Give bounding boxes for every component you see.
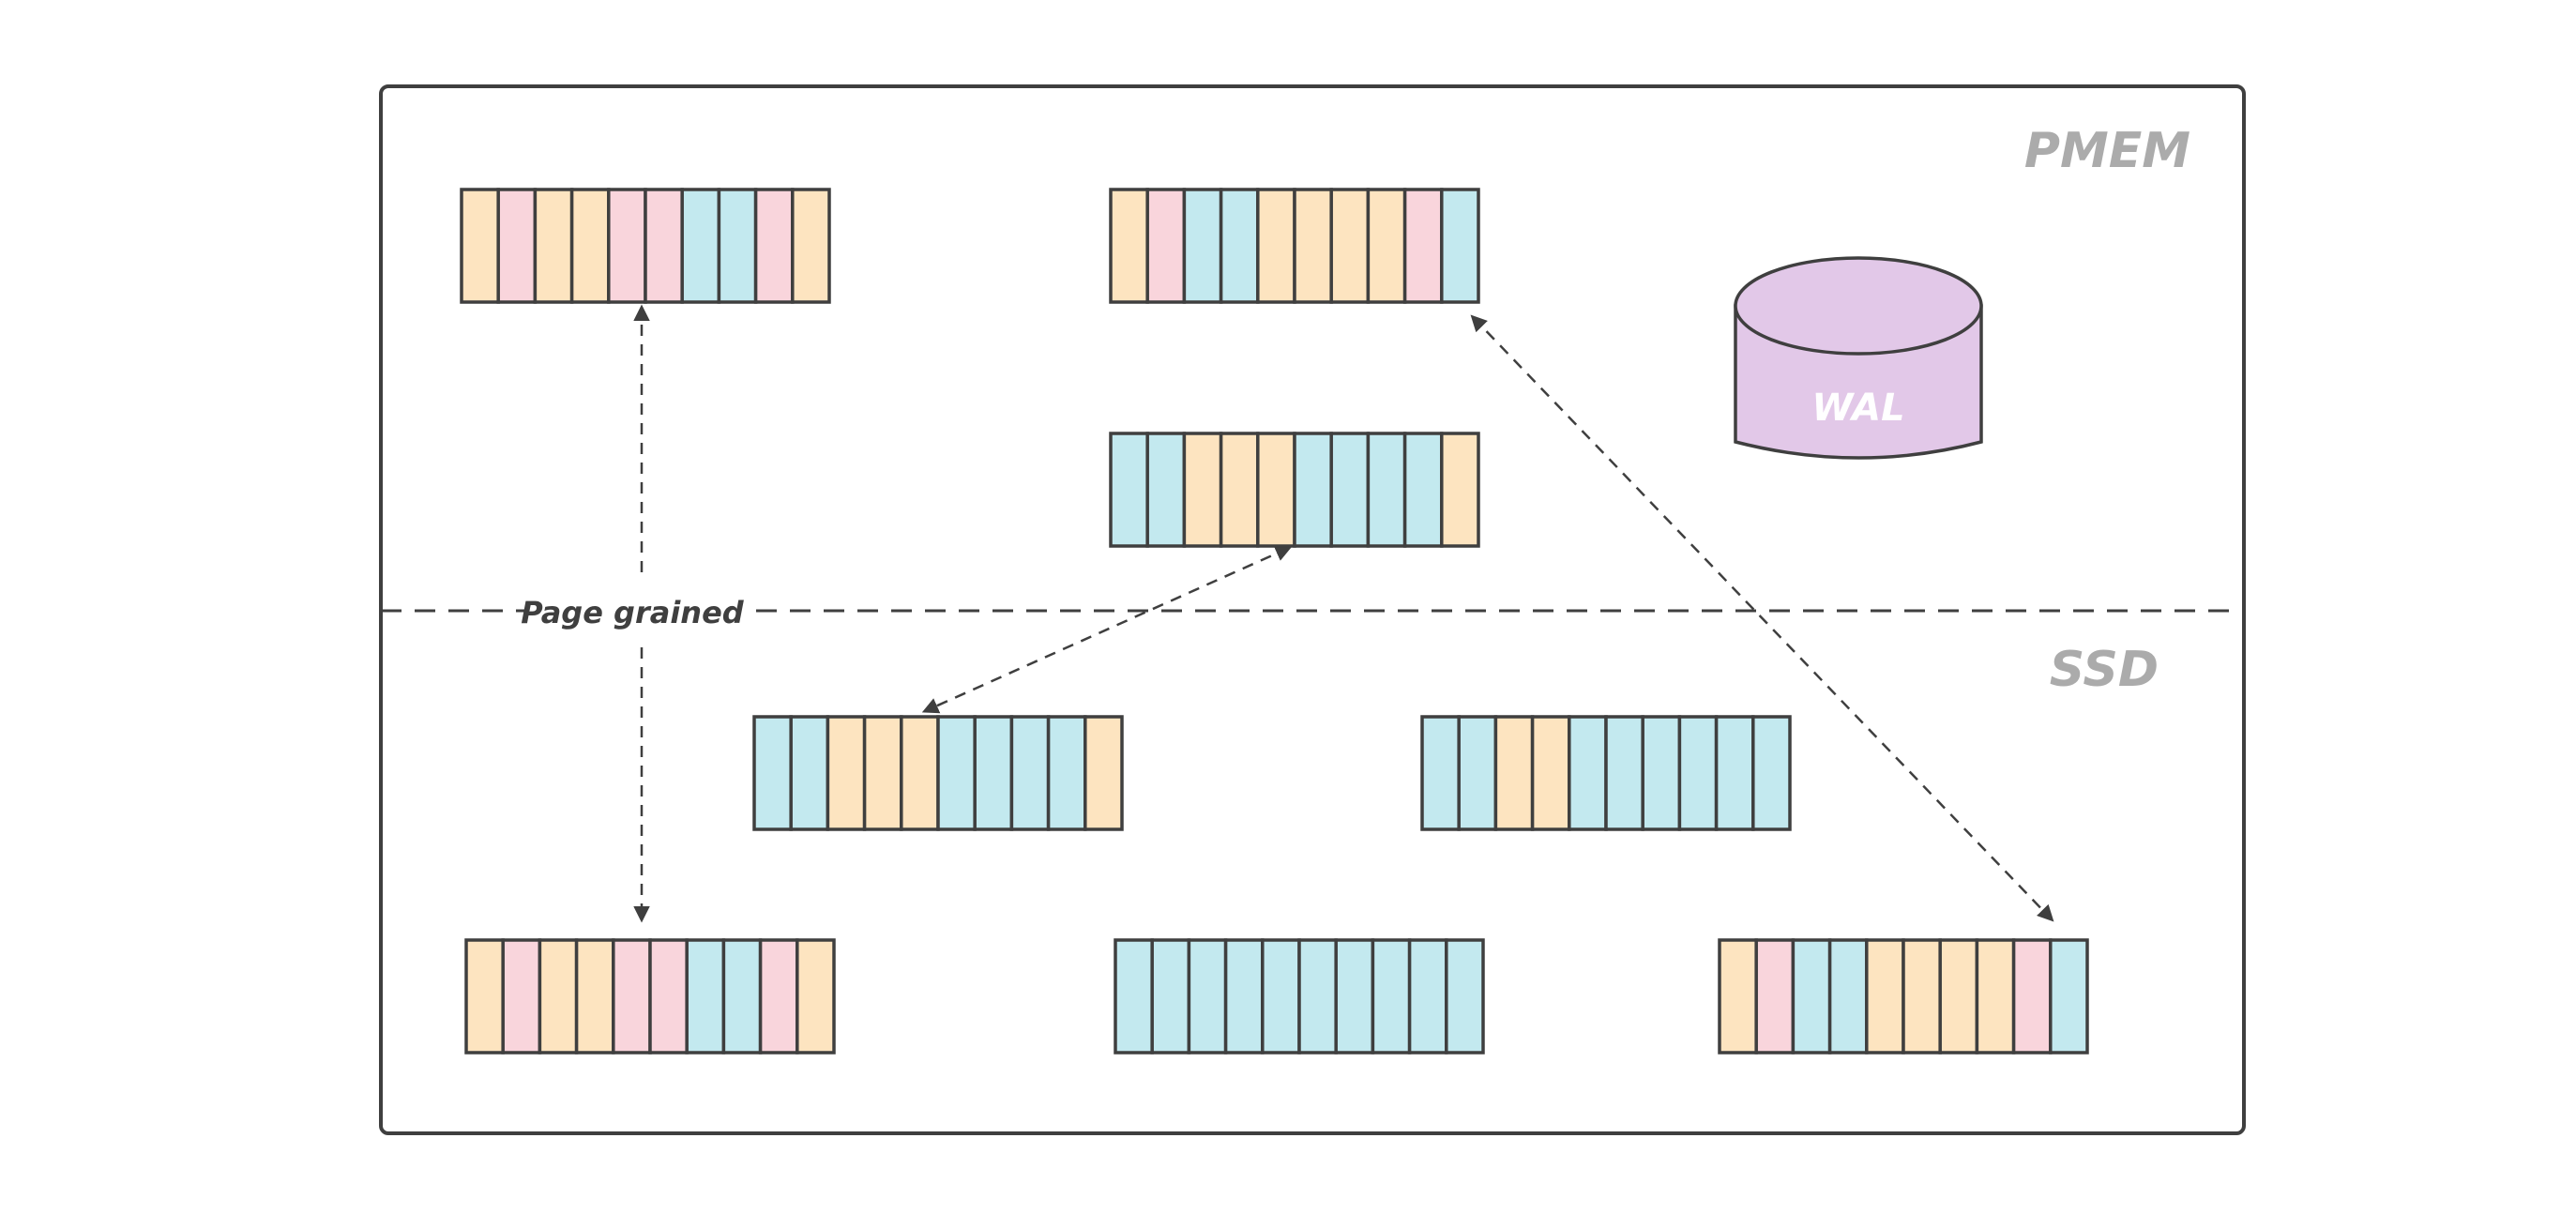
wal-cylinder-top [1734,256,1983,356]
page-cell [1865,938,1905,1055]
page-cell [1366,188,1407,304]
page-cell [1293,432,1333,548]
page-cell [1256,188,1296,304]
ssd-block-5 [1718,938,2089,1055]
page-cell [1445,938,1485,1055]
page-cell [685,938,726,1055]
page-cell [644,188,684,304]
page-cell [574,938,615,1055]
pmem-block-3 [1109,432,1480,548]
page-cell [1568,715,1608,831]
page-cell [717,188,758,304]
pmem-block-1 [460,188,831,304]
page-cell [1714,715,1755,831]
page-cell [1046,715,1087,831]
page-cell [973,715,1014,831]
page-cell [648,938,689,1055]
page-cell [1493,715,1535,831]
page-cell [2011,938,2053,1055]
page-cell [721,938,763,1055]
page-cell [1297,938,1338,1055]
page-cell [612,938,652,1055]
page-cell [1219,188,1260,304]
page-cell [1420,715,1461,831]
page-cell [1145,188,1187,304]
page-cell [752,715,793,831]
pmem-block-2 [1109,188,1480,304]
page-cell [1677,715,1719,831]
page-cell [791,188,831,304]
page-cell [1256,432,1296,548]
wal-label: WAL [1811,387,1904,430]
page-cell [1791,938,1832,1055]
page-cell [538,938,579,1055]
page-cell [464,938,505,1055]
page-cell [900,715,940,831]
page-cell [789,715,830,831]
page-cell [1530,715,1571,831]
page-cell [753,188,795,304]
page-cell [1407,938,1448,1055]
page-cell [680,188,721,304]
page-cell [2049,938,2089,1055]
page-cell [1751,715,1792,831]
page-cell [1009,715,1051,831]
ssd-block-2 [1420,715,1792,831]
page-cell [862,715,903,831]
arrow-diagonal-short [921,545,1293,714]
page-cell [1371,938,1412,1055]
page-cell [1902,938,1942,1055]
page-cell [1457,715,1498,831]
page-cell [1083,715,1124,831]
page-cell [569,188,611,304]
page-cell [460,188,500,304]
page-cell [758,938,799,1055]
page-cell [1109,432,1149,548]
page-cell [1329,188,1371,304]
page-cell [1440,432,1480,548]
page-cell [1718,938,1758,1055]
page-cell [1604,715,1644,831]
page-cell [1150,938,1191,1055]
page-cell [1975,938,2016,1055]
page-cell [501,938,542,1055]
page-cell [796,938,836,1055]
page-cell [1641,715,1682,831]
page-cell [1114,938,1154,1055]
page-grained-label: Page grained [521,595,744,630]
ssd-block-1 [752,715,1124,831]
ssd-block-4 [1114,938,1485,1055]
page-cell [1293,188,1333,304]
wal-database-icon: WAL [1734,256,1983,460]
page-cell [1329,432,1371,548]
page-cell [1754,938,1796,1055]
ssd-block-3 [464,938,836,1055]
page-cell [1219,432,1260,548]
page-cell [1440,188,1480,304]
page-cell [1182,432,1223,548]
pmem-label: PMEM [2024,123,2190,179]
page-cell [1827,938,1869,1055]
page-cell [826,715,867,831]
page-cell [607,188,647,304]
page-cell [1187,938,1228,1055]
page-cell [1938,938,1979,1055]
arrow-diagonal-long [1470,314,2054,922]
page-cell [1109,188,1149,304]
page-cell [1402,432,1444,548]
ssd-label: SSD [2050,642,2159,698]
page-cell [1182,188,1223,304]
page-cell [1223,938,1265,1055]
page-cell [496,188,538,304]
page-cell [1145,432,1187,548]
page-cell [936,715,977,831]
page-cell [533,188,574,304]
page-cell [1261,938,1301,1055]
page-cell [1366,432,1407,548]
page-cell [1402,188,1444,304]
page-cell [1334,938,1375,1055]
